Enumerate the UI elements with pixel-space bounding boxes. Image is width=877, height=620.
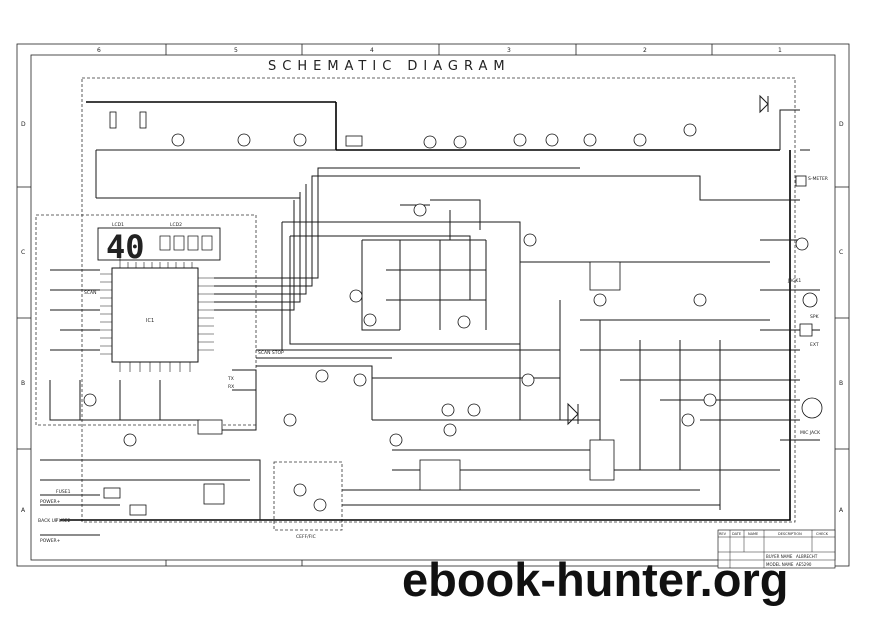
label-fuse2: FUSE2 [56, 518, 71, 524]
inner-border [30, 54, 836, 561]
grid-row-a-left: A [21, 507, 26, 514]
grid-col-1: 1 [778, 47, 782, 54]
lcd-label-left: LCD1 [112, 222, 124, 228]
grid-row-b-right: B [839, 380, 843, 387]
net-label-scan: SCAN [84, 290, 96, 296]
lcd-label-right: LCD2 [170, 222, 182, 228]
grid-row-d-left: D [21, 121, 26, 128]
label-smeter: S-METER [808, 176, 828, 182]
net-label-scanstop: SCAN STOP [258, 350, 284, 356]
diagram-title: SCHEMATIC DIAGRAM [268, 59, 511, 74]
label-spk: SPK [810, 314, 820, 320]
label-power2: POWER+ [40, 538, 61, 544]
grid-col-5: 5 [234, 47, 238, 54]
component-glyphs [83, 94, 823, 516]
ic-label: IC1 [146, 318, 154, 324]
net-label-tx: TX [227, 376, 234, 382]
display-board-outline [35, 214, 257, 426]
tb-header-date: DATE [732, 532, 741, 536]
grid-row-c-right: C [839, 249, 843, 256]
grid-ticks [17, 44, 849, 566]
grid-col-3: 3 [507, 47, 511, 54]
controller-ic: IC1 [100, 258, 214, 372]
label-micjack: MIC JACK [800, 430, 821, 436]
label-ext: EXT [810, 342, 819, 348]
ceff-module-outline [273, 461, 343, 531]
tb-header-desc: DESCRIPTION [778, 532, 802, 536]
label-jack1: JACK1 [787, 278, 801, 284]
grid-col-2: 2 [643, 47, 647, 54]
grid-row-b-left: B [21, 380, 25, 387]
lcd-display: 40 LCD1 LCD2 [97, 222, 221, 266]
label-backup: BACK UP [38, 518, 58, 524]
tb-buyer-value: ALBRECHT [796, 554, 818, 559]
net-label-rx: RX [228, 384, 234, 390]
grid-col-6: 6 [97, 47, 101, 54]
grid-row-d-right: D [839, 121, 844, 128]
tb-header-check: CHECK [816, 532, 829, 536]
label-fuse1: FUSE1 [56, 489, 71, 495]
net-label-ceff: CEFF/FIC [296, 534, 316, 540]
channel-digits: 40 [106, 228, 145, 266]
grid-col-4: 4 [370, 47, 374, 54]
grid-row-c-left: C [21, 249, 25, 256]
tb-buyer-label: BUYER NAME [766, 554, 793, 559]
tb-model-value: AE5290 [796, 562, 812, 567]
rf-board-outline [81, 77, 796, 523]
grid-row-a-right: A [839, 507, 844, 514]
tb-header-name: NAME [748, 532, 758, 536]
bus-wiring [40, 101, 820, 536]
label-power1: POWER+ [40, 499, 61, 505]
tb-header-rev: REV [719, 532, 727, 536]
watermark-text: ebook-hunter.org [402, 553, 789, 606]
title-block: REV DATE NAME DESCRIPTION CHECK BUYER NA… [717, 529, 836, 569]
tb-model-label: MODEL NAME [766, 562, 794, 567]
outer-border [16, 43, 850, 567]
